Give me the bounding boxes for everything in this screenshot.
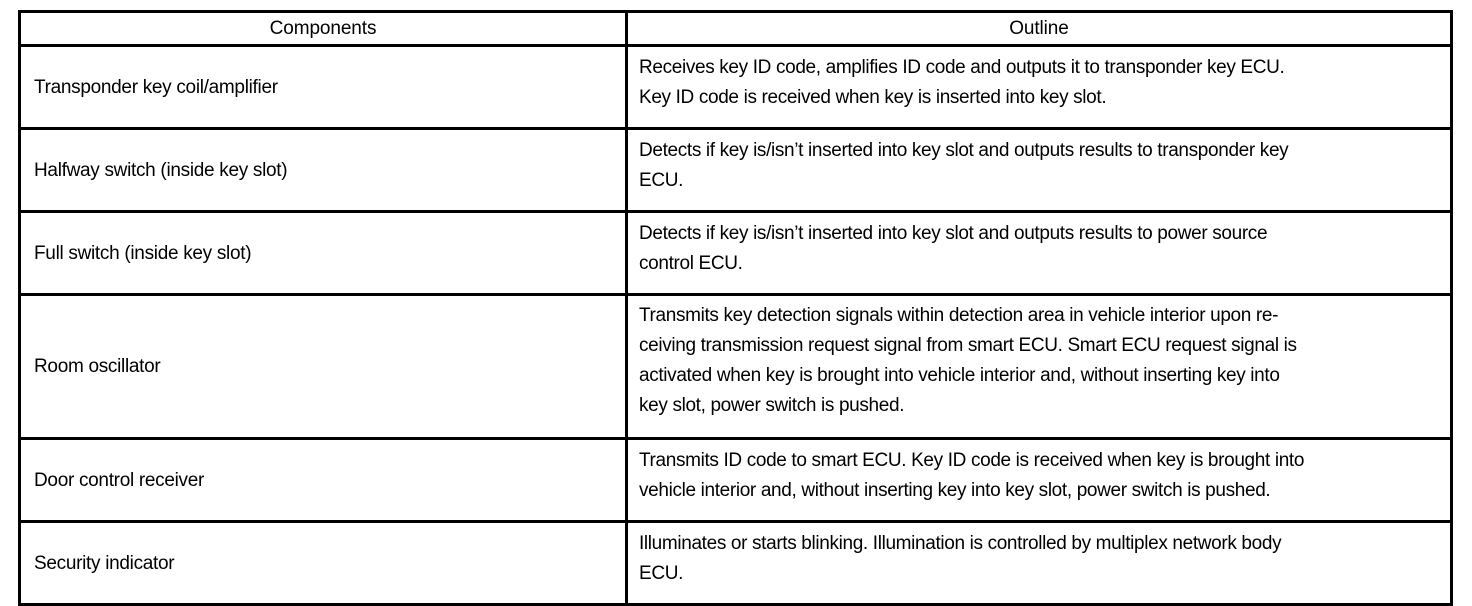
outline-description-cell: Transmits ID code to smart ECU. Key ID c…	[625, 437, 1453, 523]
outline-line: Transmits ID code to smart ECU. Key ID c…	[639, 450, 1305, 471]
outline-line: vehicle interior and, without inserting …	[639, 480, 1271, 501]
table-row: Halfway switch (inside key slot) Detects…	[18, 127, 1453, 213]
outline-description-cell: Illuminates or starts blinking. Illumina…	[625, 520, 1453, 606]
outline-description-cell: Transmits key detection signals within d…	[625, 293, 1453, 440]
component-name-cell: Room oscillator	[18, 293, 628, 440]
outline-line: key slot, power switch is pushed.	[639, 395, 905, 416]
outline-description-cell: Receives key ID code, amplifies ID code …	[625, 44, 1453, 130]
component-name-cell: Full switch (inside key slot)	[18, 210, 628, 296]
outline-line: Detects if key is/isn’t inserted into ke…	[639, 140, 1289, 161]
outline-line: ceiving transmission request signal from…	[639, 335, 1297, 356]
component-name-cell: Transponder key coil/amplifier	[18, 44, 628, 130]
outline-line: activated when key is brought into vehic…	[639, 365, 1280, 386]
component-name-cell: Door control receiver	[18, 437, 628, 523]
outline-line: Transmits key detection signals within d…	[639, 305, 1279, 326]
outline-line: Illuminates or starts blinking. Illumina…	[639, 533, 1282, 554]
table-row: Security indicator Illuminates or starts…	[18, 520, 1453, 606]
component-name-cell: Security indicator	[18, 520, 628, 606]
page-root: Components Outline Transponder key coil/…	[18, 10, 1453, 606]
column-header-outline: Outline	[625, 10, 1453, 47]
table-header-row: Components Outline	[18, 10, 1453, 47]
outline-line: ECU.	[639, 170, 683, 191]
table-header: Components Outline	[18, 10, 1453, 47]
component-name-cell: Halfway switch (inside key slot)	[18, 127, 628, 213]
outline-line: control ECU.	[639, 253, 743, 274]
outline-line: Receives key ID code, amplifies ID code …	[639, 57, 1285, 78]
column-header-components: Components	[18, 10, 628, 47]
table-row: Full switch (inside key slot) Detects if…	[18, 210, 1453, 296]
outline-line: ECU.	[639, 563, 683, 584]
table-row: Transponder key coil/amplifier Receives …	[18, 44, 1453, 130]
outline-line: Key ID code is received when key is inse…	[639, 87, 1107, 108]
components-outline-table: Components Outline Transponder key coil/…	[18, 10, 1453, 606]
table-row: Room oscillator Transmits key detection …	[18, 293, 1453, 440]
table-body: Transponder key coil/amplifier Receives …	[18, 44, 1453, 606]
table-row: Door control receiver Transmits ID code …	[18, 437, 1453, 523]
outline-line: Detects if key is/isn’t inserted into ke…	[639, 223, 1268, 244]
outline-description-cell: Detects if key is/isn’t inserted into ke…	[625, 210, 1453, 296]
outline-description-cell: Detects if key is/isn’t inserted into ke…	[625, 127, 1453, 213]
